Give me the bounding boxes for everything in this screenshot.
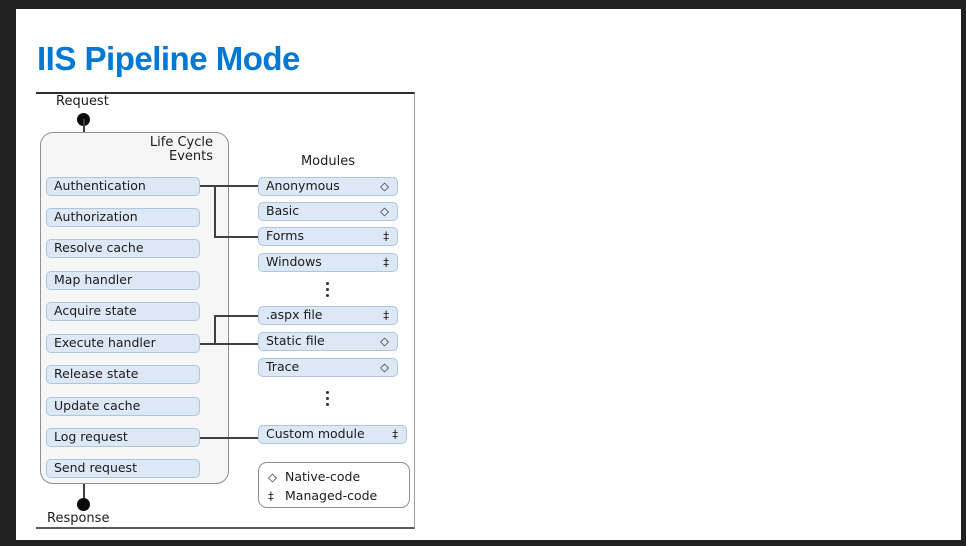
module-label: Trace — [266, 359, 300, 375]
module-box-static-file: Static file ◇ — [258, 332, 398, 351]
diagram-image-border — [36, 92, 415, 529]
managed-code-icon: ‡ — [268, 488, 274, 503]
module-label: Custom module — [266, 426, 365, 442]
legend-box: ◇ Native-code ‡ Managed-code — [258, 462, 410, 508]
lifecycle-events-header: Life Cycle Events — [100, 136, 213, 164]
legend-label: Native-code — [285, 469, 361, 484]
module-box-basic: Basic ◇ — [258, 202, 398, 221]
module-label: Basic — [266, 203, 300, 219]
response-end-node — [77, 498, 90, 511]
managed-code-icon: ‡ — [383, 229, 389, 244]
connector-execute-staticfile — [200, 343, 258, 345]
connector-authentication-forms — [214, 236, 258, 238]
vertical-ellipsis-icon — [326, 282, 329, 285]
event-box-log-request: Log request — [46, 428, 200, 447]
lifecycle-header-line1: Life Cycle — [149, 135, 213, 150]
request-label: Request — [56, 94, 109, 109]
native-code-icon: ◇ — [268, 469, 277, 484]
connector-authentication-anonymous — [200, 185, 258, 187]
module-box-trace: Trace ◇ — [258, 358, 398, 377]
response-label: Response — [47, 511, 110, 526]
managed-code-icon: ‡ — [383, 308, 389, 323]
managed-code-icon: ‡ — [392, 427, 398, 442]
module-label: .aspx file — [266, 307, 323, 323]
lifecycle-header-line2: Events — [168, 149, 213, 164]
connector-execute-aspxfile — [214, 315, 258, 317]
event-box-authorization: Authorization — [46, 208, 200, 227]
managed-code-icon: ‡ — [383, 255, 389, 270]
module-label: Forms — [266, 228, 305, 244]
event-box-release-state: Release state — [46, 365, 200, 384]
event-box-resolve-cache: Resolve cache — [46, 239, 200, 258]
module-box-windows: Windows ‡ — [258, 253, 398, 272]
native-code-icon: ◇ — [380, 360, 389, 375]
vertical-ellipsis-icon — [326, 391, 329, 394]
native-code-icon: ◇ — [380, 179, 389, 194]
event-box-acquire-state: Acquire state — [46, 302, 200, 321]
module-box-custom-module: Custom module ‡ — [258, 425, 407, 444]
page-title: IIS Pipeline Mode — [37, 40, 300, 77]
module-label: Windows — [266, 254, 322, 270]
modules-header: Modules — [300, 154, 356, 169]
module-label: Static file — [266, 333, 325, 349]
module-box-anonymous: Anonymous ◇ — [258, 177, 398, 196]
module-box-aspx-file: .aspx file ‡ — [258, 306, 398, 325]
legend-label: Managed-code — [285, 488, 378, 503]
event-box-execute-handler: Execute handler — [46, 334, 200, 353]
connector-logrequest-custommodule — [200, 437, 258, 439]
module-label: Anonymous — [266, 178, 340, 194]
event-box-authentication: Authentication — [46, 177, 200, 196]
native-code-icon: ◇ — [380, 204, 389, 219]
event-box-map-handler: Map handler — [46, 271, 200, 290]
module-box-forms: Forms ‡ — [258, 227, 398, 246]
connector-authentication-branch — [214, 186, 216, 237]
event-box-update-cache: Update cache — [46, 397, 200, 416]
legend-row-managed-code: ‡ Managed-code — [268, 486, 409, 505]
event-box-send-request: Send request — [46, 459, 200, 478]
native-code-icon: ◇ — [380, 334, 389, 349]
legend-row-native-code: ◇ Native-code — [268, 467, 409, 486]
connector-execute-branch — [214, 315, 216, 345]
